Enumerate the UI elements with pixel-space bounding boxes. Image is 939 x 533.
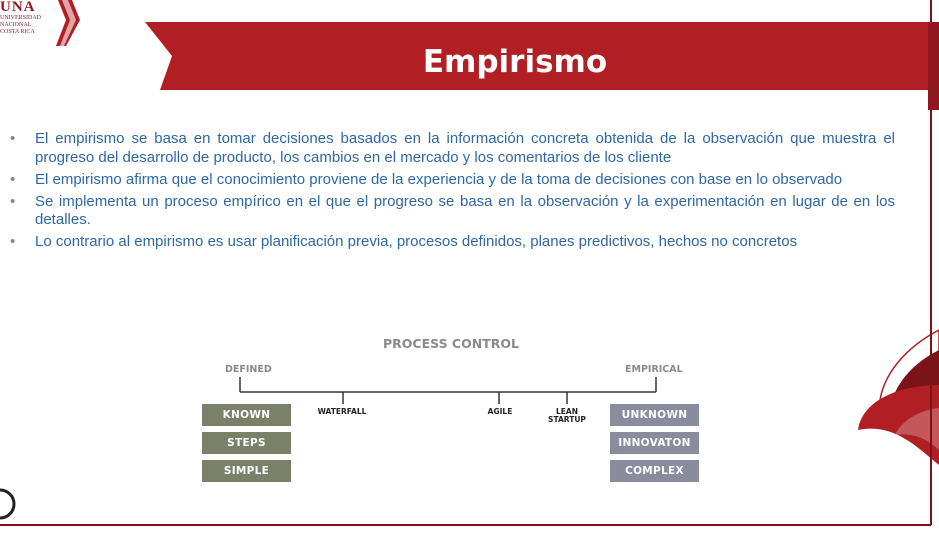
bullet-dot-icon: • <box>10 233 16 250</box>
una-logo: UNA UNIVERSIDAD NACIONAL COSTA RICA <box>0 0 84 46</box>
banner-shape <box>145 22 928 90</box>
bullet-item: • Se implementa un proceso empírico en el… <box>10 193 895 230</box>
bullet-list: • El empirismo se basa en tomar decisione… <box>10 130 895 255</box>
diagram-title: PROCESS CONTROL <box>383 336 519 351</box>
defined-box-known: KNOWN <box>202 404 291 426</box>
defined-box-steps: STEPS <box>202 432 291 454</box>
logo-emblem-icon <box>56 0 80 46</box>
logo-line-2: UNIVERSIDAD <box>0 15 41 21</box>
scale-point-agile: AGILE <box>487 407 513 416</box>
scale-point-waterfall: WATERFALL <box>317 407 367 416</box>
bullet-text: El empirismo se basa en tomar decisiones… <box>35 130 895 166</box>
process-control-diagram: PROCESS CONTROL DEFINED EMPIRICAL WATERF… <box>195 330 715 490</box>
bullet-text: El empirismo afirma que el conocimiento … <box>35 170 843 188</box>
bullet-dot-icon: • <box>10 170 16 188</box>
bullet-item: • El empirismo afirma que el conocimiento… <box>10 171 895 190</box>
scale-point-startup: STARTUP <box>548 415 586 424</box>
banner-right-tab <box>928 22 939 110</box>
decorative-ornament <box>858 329 939 465</box>
empirical-box-complex: COMPLEX <box>610 460 699 482</box>
logo-line-4: COSTA RICA <box>0 29 35 35</box>
page-title: Empirismo <box>422 44 608 80</box>
title-banner <box>145 22 939 110</box>
bullet-item: • Lo contrario al empirismo es usar plani… <box>10 233 895 252</box>
process-scale-lines <box>239 377 657 404</box>
scale-point-lean: LEAN <box>556 407 578 416</box>
empirical-box-innovation: INNOVATON <box>610 432 699 454</box>
bullet-text: Lo contrario al empirismo es usar planif… <box>35 233 798 250</box>
empirical-box-unknown: UNKNOWN <box>610 404 699 426</box>
bullet-item: • El empirismo se basa en tomar decisione… <box>10 130 895 167</box>
defined-box-simple: SIMPLE <box>202 460 291 482</box>
bullet-dot-icon: • <box>10 192 16 210</box>
logo-line-1: UNA <box>0 0 36 15</box>
logo-line-3: NACIONAL <box>0 22 32 28</box>
bullet-dot-icon: • <box>10 130 16 147</box>
bullet-text: Se implementa un proceso empírico en el … <box>35 192 895 229</box>
empirical-label: EMPIRICAL <box>625 364 683 375</box>
defined-label: DEFINED <box>225 364 272 375</box>
